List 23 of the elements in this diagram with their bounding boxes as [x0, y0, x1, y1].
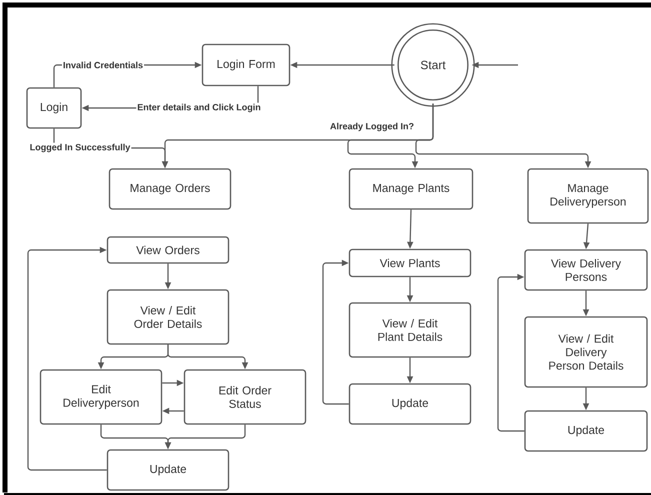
process-box: Update [524, 410, 648, 452]
edge-label: Logged In Successfully [28, 142, 132, 154]
arrow [322, 260, 349, 405]
process-box: Manage Plants [348, 168, 474, 210]
process-box: View Delivery Persons [524, 249, 648, 291]
edge-label: Invalid Credentials [62, 60, 144, 70]
process-box: Update [106, 449, 230, 491]
process-box: Edit Order Status [184, 369, 306, 425]
process-box: Manage Orders [108, 168, 232, 210]
process-box: View / Edit Delivery Person Details [524, 316, 648, 388]
edge-label: Enter details and Click Login [136, 102, 262, 114]
process-box: Login Form [202, 44, 290, 86]
process-box: View Orders [106, 236, 230, 264]
process-box: View Plants [348, 248, 472, 278]
arrow [497, 274, 524, 432]
process-box: Manage Deliveryperson [527, 168, 649, 224]
process-box: Update [348, 383, 472, 425]
edge-label: Already Logged In? [329, 122, 415, 132]
process-box: View / Edit Order Details [106, 289, 230, 345]
process-box: Edit Deliveryperson [40, 369, 162, 425]
arrow [27, 246, 107, 471]
process-box: View / Edit Plant Details [348, 302, 472, 358]
process-box: Login [26, 87, 82, 129]
